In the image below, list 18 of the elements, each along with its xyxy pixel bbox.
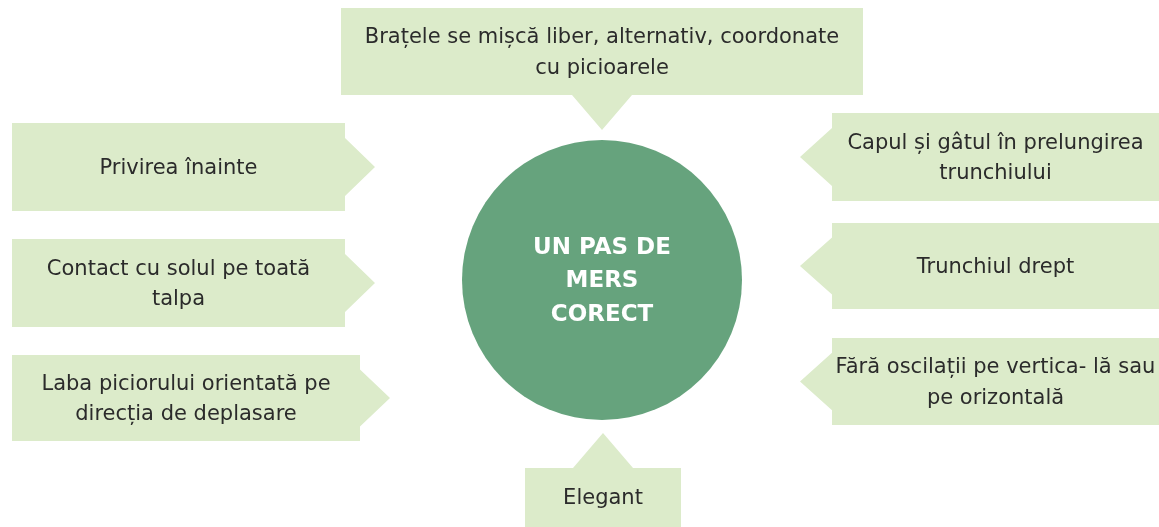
callout-box — [525, 433, 681, 527]
callout-text: Privirea înainte — [99, 153, 258, 181]
callout-text: Elegant — [563, 484, 643, 512]
callout-box — [800, 113, 1159, 201]
center-title: UN PAS DE MERS CORECT — [532, 232, 672, 328]
callout-box — [800, 338, 1159, 425]
callout-box — [800, 223, 1159, 309]
callout-box — [12, 123, 375, 211]
center-circle — [462, 140, 742, 420]
callout-text: Fără oscilații pe vertica- lă sau pe orizontală — [835, 353, 1156, 411]
callout-text: Capul și gâtul în prelungirea trunchiului — [846, 128, 1145, 186]
callout-box — [12, 239, 375, 327]
callout-box — [12, 355, 390, 441]
callout-text: Trunchiul drept — [916, 252, 1075, 280]
callout-text: Contact cu solul pe toată talpa — [45, 254, 312, 312]
callout-box — [341, 8, 863, 130]
callout-text: Brațele se mișcă liber, alternativ, coordonate cu picioarele — [363, 23, 841, 81]
callout-text: Laba piciorului orientată pe direcția de deplasare — [40, 369, 332, 427]
